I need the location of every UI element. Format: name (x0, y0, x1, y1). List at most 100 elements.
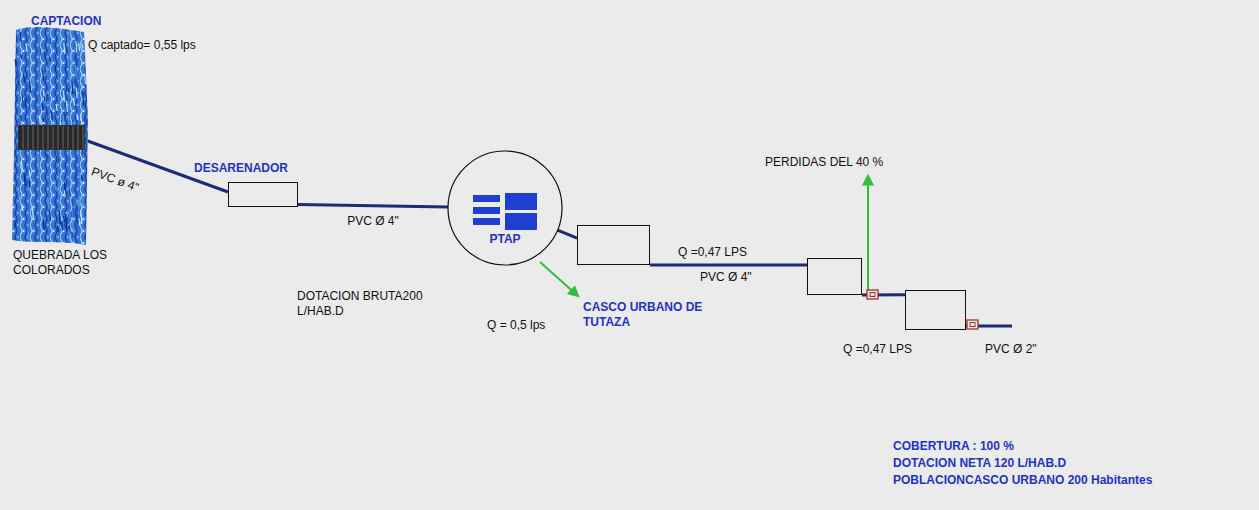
water-stroke (21, 162, 22, 170)
pipe-label: PVC Ø 4" (345, 213, 401, 228)
water-stroke (44, 51, 45, 57)
water-stroke (80, 173, 81, 183)
water-stroke (51, 57, 52, 63)
water-stroke (21, 54, 22, 59)
water-stroke (34, 78, 35, 84)
water-stroke (64, 112, 65, 122)
flow-label: Q captado= 0,55 lps (88, 38, 196, 53)
town-name: CASCO URBANO DE TUTAZA (583, 300, 715, 330)
water-stroke (51, 111, 52, 120)
water-stroke (55, 198, 56, 208)
flow-label: Q = 0,5 lps (487, 318, 545, 333)
pipe-connector (298, 205, 448, 208)
water-stroke (15, 59, 16, 67)
water-stroke (71, 53, 72, 66)
water-stroke (79, 43, 80, 51)
water-stroke (77, 114, 78, 120)
water-stroke (33, 78, 34, 88)
water-stroke (18, 80, 19, 86)
water-stroke (29, 180, 30, 187)
water-stroke (55, 65, 56, 71)
water-stroke (42, 103, 43, 111)
water-stroke (64, 216, 65, 222)
water-stroke (72, 81, 73, 94)
intake-structure: CAPTACIONQUEBRADA LOS COLORADOS (18, 125, 85, 150)
water-stroke (69, 229, 70, 240)
water-stroke (50, 57, 51, 62)
water-stroke (56, 104, 57, 111)
water-stroke (29, 81, 30, 93)
loss-label: PERDIDAS DEL 40 % (765, 155, 883, 170)
water-stroke (66, 218, 67, 231)
net-allocation-note: DOTACION NETA 120 L/HAB.D (893, 456, 1066, 471)
water-stroke (79, 196, 80, 206)
water-stroke (85, 74, 86, 84)
water-stroke (50, 39, 51, 44)
water-stroke (28, 231, 29, 241)
water-stroke (65, 64, 66, 69)
pipe-label: PVC Ø 4" (700, 270, 752, 285)
water-stroke (38, 162, 39, 175)
water-stroke (81, 210, 82, 224)
water-stroke (73, 220, 74, 233)
water-stroke (32, 208, 33, 220)
water-stroke (76, 87, 77, 98)
water-stroke (29, 38, 30, 47)
water-stroke (58, 151, 59, 163)
water-stroke (76, 56, 77, 63)
water-stroke (71, 212, 72, 217)
water-stroke (46, 66, 47, 77)
tank-box (807, 258, 862, 295)
water-stroke (59, 183, 60, 196)
water-stroke (18, 158, 19, 164)
water-stroke (82, 37, 83, 49)
water-stroke (59, 211, 60, 224)
water-stroke (22, 204, 23, 211)
water-stroke (76, 171, 77, 180)
water-stroke (43, 70, 44, 80)
water-stroke (68, 37, 69, 44)
intake-title: CAPTACION (31, 14, 101, 29)
water-stroke (82, 196, 83, 207)
sand-trap-box: DESARENADOR (228, 182, 298, 207)
water-stroke (71, 67, 72, 72)
pipe-connector (650, 264, 807, 267)
population-note: POBLACIONCASCO URBANO 200 Habitantes (893, 473, 1152, 488)
water-stroke (39, 115, 40, 124)
tank-box (577, 225, 650, 265)
water-stroke (48, 198, 49, 209)
loss-arrow (867, 176, 869, 290)
water-stroke (44, 96, 45, 100)
valve-symbol (967, 320, 978, 329)
water-stroke (40, 48, 41, 55)
water-stroke (68, 58, 69, 65)
water-stroke (76, 41, 77, 53)
water-stroke (81, 113, 82, 124)
stream-name: QUEBRADA LOS COLORADOS (13, 248, 145, 278)
water-stroke (65, 183, 66, 197)
pipe-label: Q =0,47 LPS (676, 245, 749, 260)
water-stroke (17, 67, 18, 79)
water-stroke (64, 43, 65, 54)
water-stroke (43, 117, 44, 122)
water-stroke (76, 199, 77, 205)
pipe-connector (558, 230, 577, 238)
water-stroke (64, 190, 65, 197)
water-stroke (69, 189, 70, 197)
water-stroke (20, 115, 21, 121)
water-stroke (69, 70, 70, 82)
water-stroke (25, 98, 26, 107)
water-stroke (20, 32, 21, 42)
water-stroke (72, 199, 73, 211)
water-stroke (19, 41, 20, 46)
treatment-plant-circle: PTAP (447, 150, 563, 266)
water-stroke (83, 92, 84, 106)
water-stroke (82, 44, 83, 49)
water-stroke (81, 175, 82, 181)
water-stroke (79, 218, 80, 226)
water-stroke (72, 232, 73, 238)
sand-trap-title: DESARENADOR (194, 161, 288, 176)
water-stroke (22, 95, 23, 108)
